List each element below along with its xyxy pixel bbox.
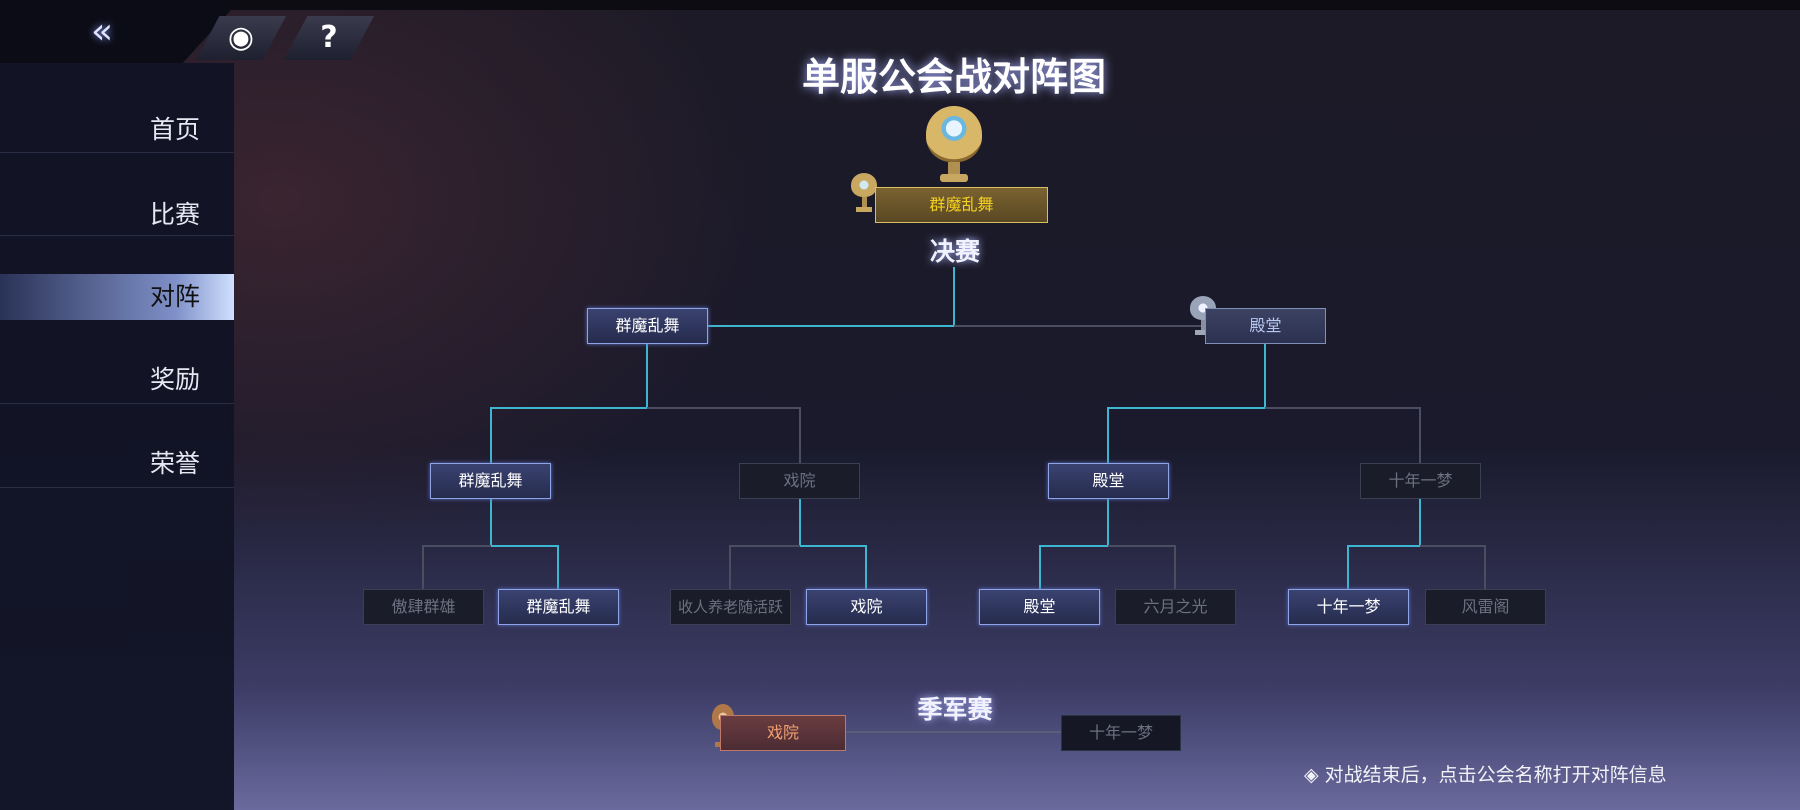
sidebar bbox=[0, 63, 234, 810]
line-final-win bbox=[707, 267, 955, 327]
line-qf4-win bbox=[1347, 498, 1421, 589]
line-sf2-lose bbox=[1265, 407, 1421, 463]
line-qf1-lose bbox=[422, 545, 491, 589]
sidebar-item-rewards[interactable]: 奖励 bbox=[149, 365, 200, 394]
divider bbox=[0, 235, 234, 236]
round16-team[interactable]: 六月之光 bbox=[1115, 589, 1236, 625]
third-place-loser[interactable]: 十年一梦 bbox=[1061, 715, 1181, 751]
quarterfinal-team[interactable]: 戏院 bbox=[739, 463, 860, 499]
round16-team[interactable]: 风雷阁 bbox=[1425, 589, 1546, 625]
quarterfinal-team[interactable]: 群魔乱舞 bbox=[430, 463, 551, 499]
line-qf3-win bbox=[1039, 498, 1109, 589]
record-icon: ◉ bbox=[227, 20, 255, 55]
line-qf4-lose bbox=[1420, 545, 1486, 589]
sidebar-item-bracket[interactable]: 对阵 bbox=[0, 274, 234, 320]
line-sf1-lose bbox=[647, 407, 801, 463]
sidebar-item-match[interactable]: 比赛 bbox=[149, 200, 200, 229]
divider bbox=[0, 403, 234, 404]
champion-trophy-icon bbox=[926, 106, 982, 182]
line-qf1-win bbox=[490, 498, 559, 589]
third-place-winner[interactable]: 戏院 bbox=[720, 715, 846, 751]
help-icon: ? bbox=[320, 20, 338, 55]
quarterfinal-team[interactable]: 十年一梦 bbox=[1360, 463, 1481, 499]
champion-box[interactable]: 群魔乱舞 bbox=[875, 187, 1048, 223]
semifinal-team-2[interactable]: 殿堂 bbox=[1205, 308, 1326, 344]
record-button[interactable]: ◉ bbox=[196, 16, 286, 60]
third-place-label: 季军赛 bbox=[917, 695, 993, 724]
gold-cup-icon bbox=[851, 173, 877, 212]
line-qf2-lose bbox=[729, 545, 800, 589]
semifinal-team-1[interactable]: 群魔乱舞 bbox=[587, 308, 708, 344]
divider bbox=[0, 152, 234, 153]
silver-cup-icon bbox=[1190, 296, 1216, 335]
line-qf2-win bbox=[799, 498, 867, 589]
quarterfinal-team[interactable]: 殿堂 bbox=[1048, 463, 1169, 499]
round16-team[interactable]: 收人养老随活跃 bbox=[670, 589, 791, 625]
round16-team[interactable]: 十年一梦 bbox=[1288, 589, 1409, 625]
line-sf2-win bbox=[1107, 342, 1266, 463]
back-chevron-icon[interactable]: « bbox=[90, 11, 114, 52]
hint-text: ◈ 对战结束后，点击公会名称打开对阵信息 bbox=[1304, 764, 1667, 786]
top-strip bbox=[0, 0, 1800, 10]
sidebar-item-home[interactable]: 首页 bbox=[149, 115, 200, 144]
line-qf3-lose bbox=[1108, 545, 1176, 589]
final-label: 决赛 bbox=[929, 237, 980, 266]
sidebar-item-honor[interactable]: 荣誉 bbox=[149, 449, 200, 478]
round16-team[interactable]: 戏院 bbox=[806, 589, 927, 625]
line-sf1-win bbox=[490, 342, 648, 463]
round16-team[interactable]: 群魔乱舞 bbox=[498, 589, 619, 625]
round16-team[interactable]: 殿堂 bbox=[979, 589, 1100, 625]
page-title: 单服公会战对阵图 bbox=[801, 54, 1106, 99]
divider bbox=[0, 487, 234, 488]
round16-team[interactable]: 傲肆群雄 bbox=[363, 589, 484, 625]
